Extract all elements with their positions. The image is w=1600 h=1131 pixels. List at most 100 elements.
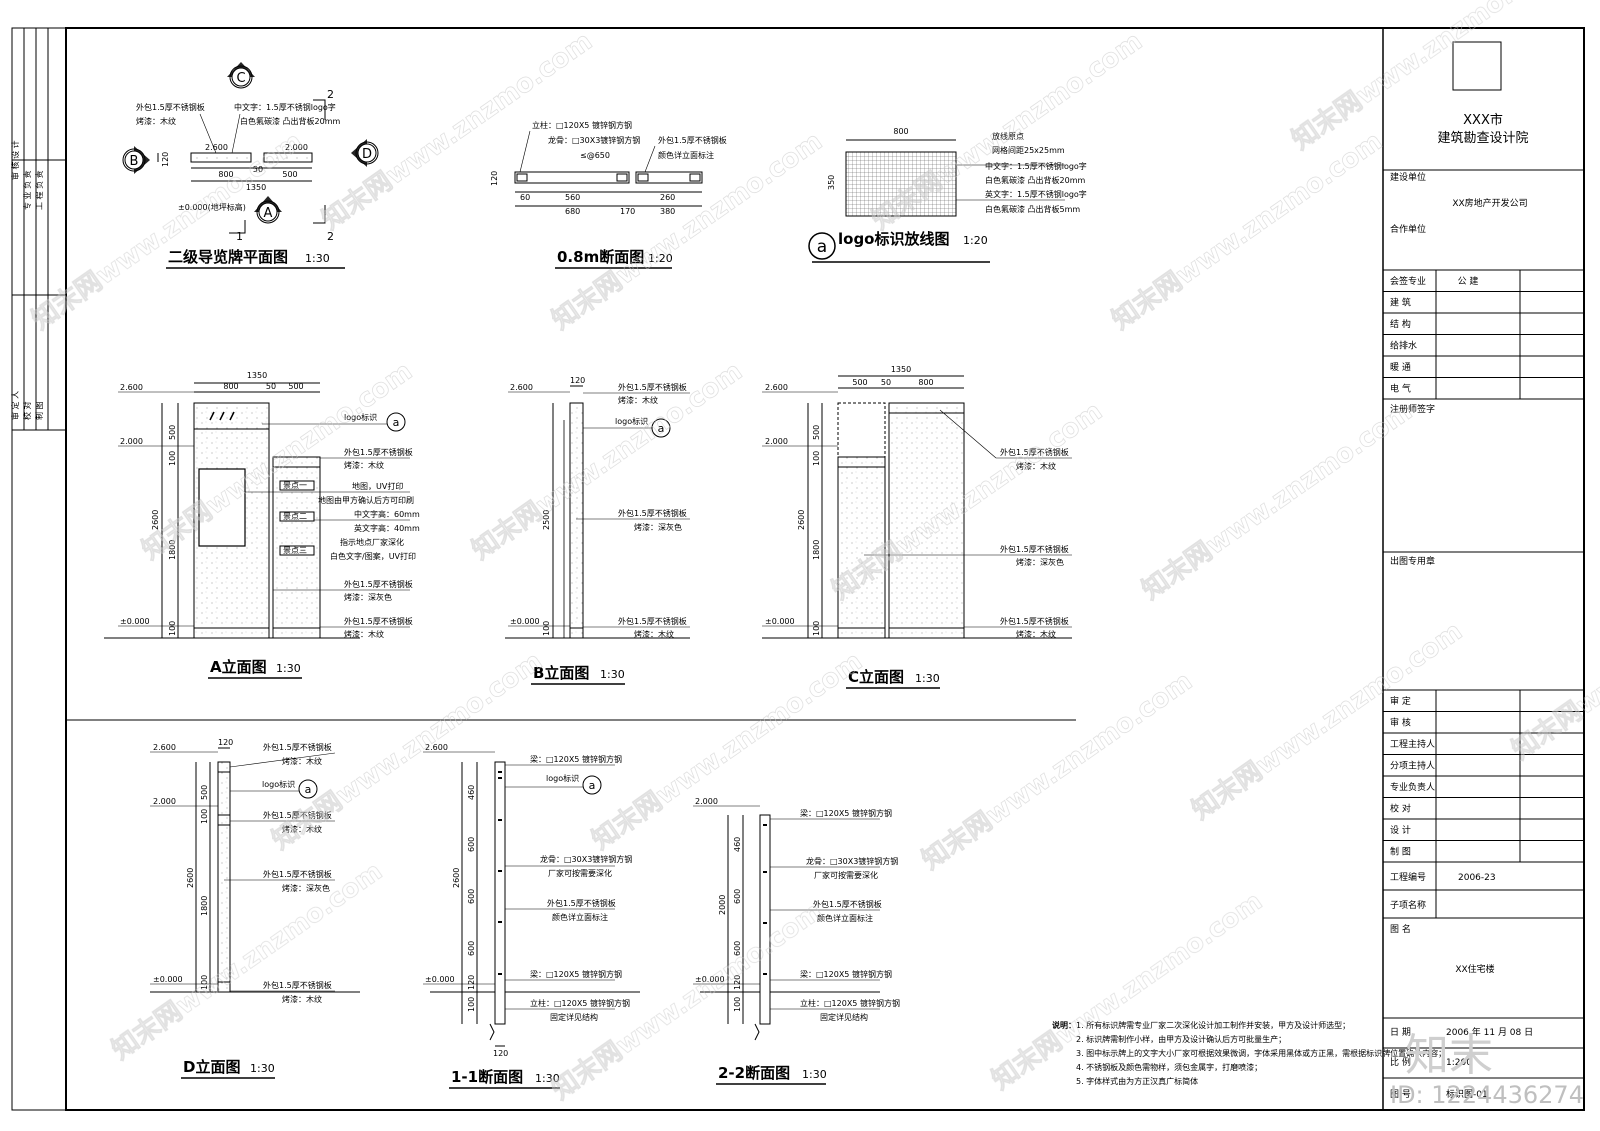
role-label: 专业负责人 <box>1390 781 1435 793</box>
elevD-note-1: 外包1.5厚不锈钢板 <box>263 742 332 752</box>
sec11-h-600a: 600 <box>467 837 476 852</box>
elevD-h-2600: 2600 <box>186 868 195 888</box>
drawing-label: 图 名 <box>1390 923 1411 935</box>
plan-level-1: 2.600 <box>205 143 228 152</box>
strip-label-3: 工 程 负 责 <box>34 170 44 210</box>
plan-level-0: ±0.000(地坪标高) <box>178 202 246 212</box>
sec22-note-4: 外包1.5厚不锈钢板 <box>813 899 882 909</box>
notes-line-2: 2. 标识牌需制作小样，由甲方及设计确认后方可批量生产； <box>1076 1034 1286 1044</box>
seal-label: 出图专用章 <box>1390 555 1435 567</box>
elevC-note-5: 外包1.5厚不锈钢板 <box>1000 616 1069 626</box>
marker-d: D <box>362 147 372 162</box>
client-value: XX房地产开发公司 <box>1452 197 1527 209</box>
discipline-label: 电 气 <box>1390 383 1411 395</box>
watermark-text: 知末网www.znzmo.com <box>467 356 748 565</box>
elevC-level-2: 2.000 <box>765 437 788 446</box>
sec11-h-100: 100 <box>467 997 476 1012</box>
elevD-h-1800: 1800 <box>200 896 209 916</box>
reg-label: 注册师签字 <box>1390 403 1435 415</box>
elevA-note-12: 外包1.5厚不锈钢板 <box>344 616 413 626</box>
elevC-scale: 1:30 <box>915 672 940 685</box>
section-2-2: 460 600 600 120 100 2000 2.000 ±0.000 梁：… <box>693 797 900 1085</box>
logo-marker-a: a <box>817 237 827 257</box>
watermark-text: 知末网www.znzmo.com <box>1107 126 1388 335</box>
watermark-text: 知末网www.znzmo.com <box>1187 616 1468 825</box>
watermark-text: 知末网www.znzmo.com <box>1137 396 1418 605</box>
notes-line-3: 3. 图中标示牌上的文字大小厂家可根据效果微调，字体采用黑体或方正黑，需根据标识… <box>1076 1048 1446 1058</box>
marker-b: B <box>130 154 139 169</box>
elevD-note-8: 外包1.5厚不锈钢板 <box>263 980 332 990</box>
elevB-h-100: 100 <box>542 621 551 636</box>
sec11-dim-120: 120 <box>493 1049 508 1058</box>
square-logo <box>1452 41 1502 91</box>
elevD-note-3: logo标识 <box>262 779 295 789</box>
elevA-note-13: 烤漆：木纹 <box>344 629 384 639</box>
sec11-scale: 1:30 <box>535 1072 560 1085</box>
discipline-label: 会签专业 <box>1390 275 1426 287</box>
elevA-title: A立面图 <box>210 658 267 676</box>
sec22-h-460: 460 <box>733 837 742 852</box>
sec08-dim-380: 380 <box>660 207 675 216</box>
marker-c: C <box>236 71 245 86</box>
sec11-note-2: logo标识 <box>546 773 579 783</box>
notes-heading: 说明： <box>1052 1020 1076 1030</box>
plan-level-2: 2.000 <box>285 143 308 152</box>
discipline-label: 给排水 <box>1390 340 1417 352</box>
elevA-sign-1: 景点一 <box>283 481 307 490</box>
strip-label-2: 专 业 负 责 <box>22 170 32 210</box>
plan-dim-120: 120 <box>161 152 170 167</box>
elevA-note-2: 外包1.5厚不锈钢板 <box>344 447 413 457</box>
role-label: 审 定 <box>1390 695 1411 707</box>
institute-line1: XXX市 <box>1463 112 1503 128</box>
elevD-scale: 1:30 <box>250 1062 275 1075</box>
role-label: 审 核 <box>1390 717 1411 729</box>
elevC-h-2600: 2600 <box>797 510 806 530</box>
elevation-c: 1350 500 50 800 500 100 1800 100 2600 2.… <box>762 365 1072 689</box>
sec11-h-120: 120 <box>467 975 476 990</box>
sec08-dim-560: 560 <box>565 193 580 202</box>
sec08-title: 0.8m断面图 <box>557 248 644 266</box>
sec11-level-0: ±0.000 <box>425 975 455 984</box>
elevA-sign-2: 景点二 <box>283 512 307 521</box>
sec08-dim-60a: 60 <box>520 193 530 202</box>
discipline-label: 建 筑 <box>1390 297 1411 309</box>
sheet-value: 标识图-01 <box>1446 1088 1488 1100</box>
sec08-scale: 1:20 <box>648 252 673 265</box>
sec08-note-1: 立柱：□120X5 镀锌钢方钢 <box>532 120 632 130</box>
elevB-scale: 1:30 <box>600 668 625 681</box>
elevA-h-2600: 2600 <box>151 510 160 530</box>
section-08-view: 60 560 680 260 380 170 120 立柱：□120X5 镀锌钢… <box>490 120 727 269</box>
elevC-note-3: 外包1.5厚不锈钢板 <box>1000 544 1069 554</box>
sec08-note-3: ≤@650 <box>580 151 610 160</box>
elevB-note-1: 外包1.5厚不锈钢板 <box>618 382 687 392</box>
logo-note-2: 网格间距25x25mm <box>992 145 1065 155</box>
elevA-level-0: ±0.000 <box>120 617 150 626</box>
elevD-logo-marker: a <box>305 783 312 796</box>
plan-section-2a: 2 <box>327 88 334 101</box>
date-value: 2006 年 11 月 08 日 <box>1446 1026 1533 1038</box>
role-label: 工程主持人 <box>1390 738 1435 750</box>
elevA-level-1: 2.600 <box>120 383 143 392</box>
section-1-1: 120 460 600 600 600 120 100 2600 2.600 ±… <box>423 743 640 1089</box>
plan-dim-b: 50 <box>253 165 263 174</box>
subproject-label: 子项名称 <box>1390 899 1426 911</box>
elevA-sign-3: 景点三 <box>283 546 307 555</box>
elevA-dim-b: 50 <box>266 382 276 391</box>
sec08-dim-120: 120 <box>490 171 499 186</box>
sec11-level-1: 2.600 <box>425 743 448 752</box>
strip-label-1: 审 核 设 计 <box>10 140 20 180</box>
sec22-h-2000: 2000 <box>718 895 727 915</box>
strip-label-5: 校 对 <box>22 401 32 420</box>
sec11-note-4: 厂家可按需要深化 <box>548 868 612 878</box>
elevC-note-2: 烤漆：木纹 <box>1016 461 1056 471</box>
logo-note-5: 英文字：1.5厚不锈钢logo字 <box>985 189 1087 199</box>
title-block: XXX市 建筑勘查设计院 建设单位 XX房地产开发公司 合作单位 会签专业公 建… <box>1382 28 1584 1110</box>
elevA-h-500: 500 <box>168 425 177 440</box>
elevation-b: 120 2500 100 2.600 ±0.000 外包1.5厚不锈钢板 烤漆：… <box>505 376 690 685</box>
sec22-note-1: 梁：□120X5 镀锌钢方钢 <box>800 808 892 818</box>
logo-scale: 1:20 <box>963 234 988 247</box>
plan-dim-a: 800 <box>218 170 233 179</box>
plan-note-3: 中文字：1.5厚不锈钢logo字 <box>234 102 336 112</box>
plan-dim-c: 500 <box>282 170 297 179</box>
elevC-note-6: 烤漆：木纹 <box>1016 629 1056 639</box>
